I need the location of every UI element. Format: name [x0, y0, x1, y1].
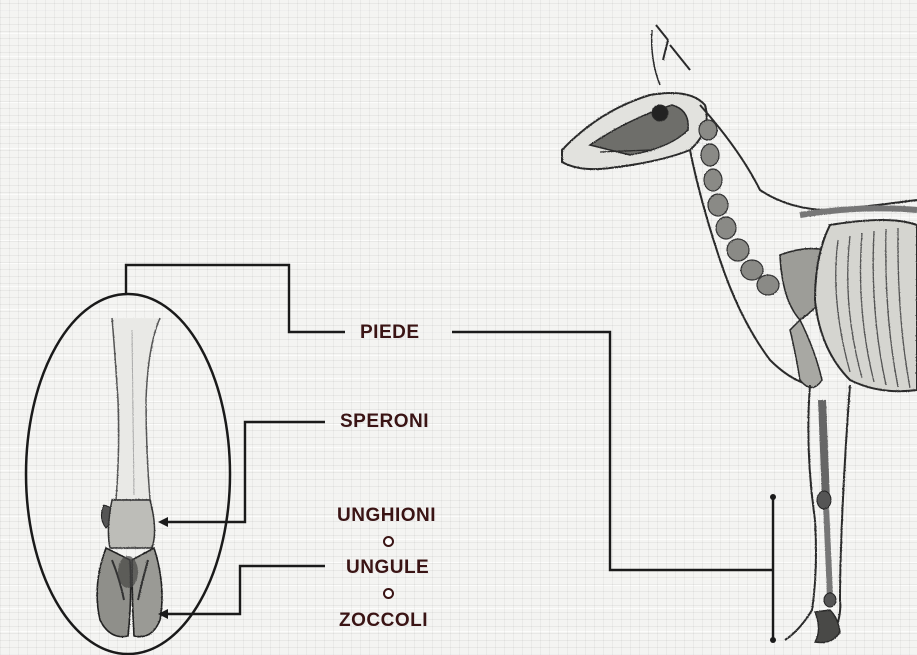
label-speroni: SPERONI	[340, 411, 429, 433]
animal-skeleton-illustration	[562, 25, 917, 643]
label-ungule: UNGULE	[346, 557, 429, 579]
leader-lines	[126, 265, 776, 643]
label-zoccoli: ZOCCOLI	[339, 610, 428, 632]
arrowhead-speroni	[158, 517, 168, 527]
zoccoli-leader	[165, 566, 325, 614]
piede-leader-to-animal	[452, 332, 773, 570]
speroni-leader	[165, 422, 325, 522]
foot-bone-illustration	[97, 318, 162, 637]
foot-detail-inset	[26, 294, 230, 654]
separator-dot-1	[383, 536, 394, 547]
label-piede: PIEDE	[360, 322, 420, 344]
label-unghioni: UNGHIONI	[337, 505, 436, 527]
separator-dot-2	[383, 588, 394, 599]
